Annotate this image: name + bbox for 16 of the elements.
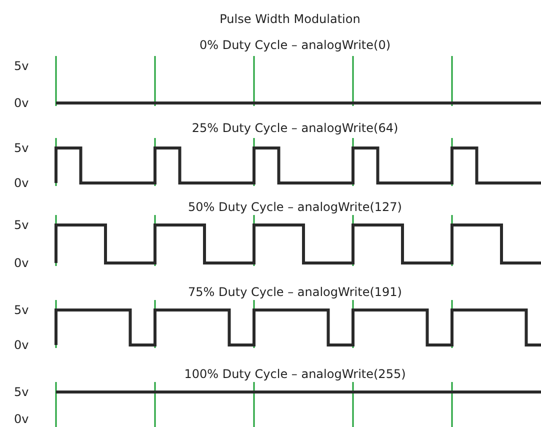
axis-label: 5v [14,385,29,399]
axis-label: 0v [14,96,29,110]
panel-heading: 0% Duty Cycle – analogWrite(0) [198,37,392,53]
diagram-title: Pulse Width Modulation [218,11,362,27]
axis-label: 5v [14,303,29,317]
panel-heading: 25% Duty Cycle – analogWrite(64) [190,120,400,136]
axis-label: 5v [14,141,29,155]
panel-heading: 100% Duty Cycle – analogWrite(255) [183,366,407,382]
axis-label: 5v [14,218,29,232]
axis-label: 0v [14,176,29,190]
axis-label: 5v [14,59,29,73]
panel-heading: 75% Duty Cycle – analogWrite(191) [187,284,403,300]
axis-label: 0v [14,412,29,426]
axis-label: 0v [14,256,29,270]
axis-label: 0v [14,338,29,352]
panel-heading: 50% Duty Cycle – analogWrite(127) [187,199,403,215]
